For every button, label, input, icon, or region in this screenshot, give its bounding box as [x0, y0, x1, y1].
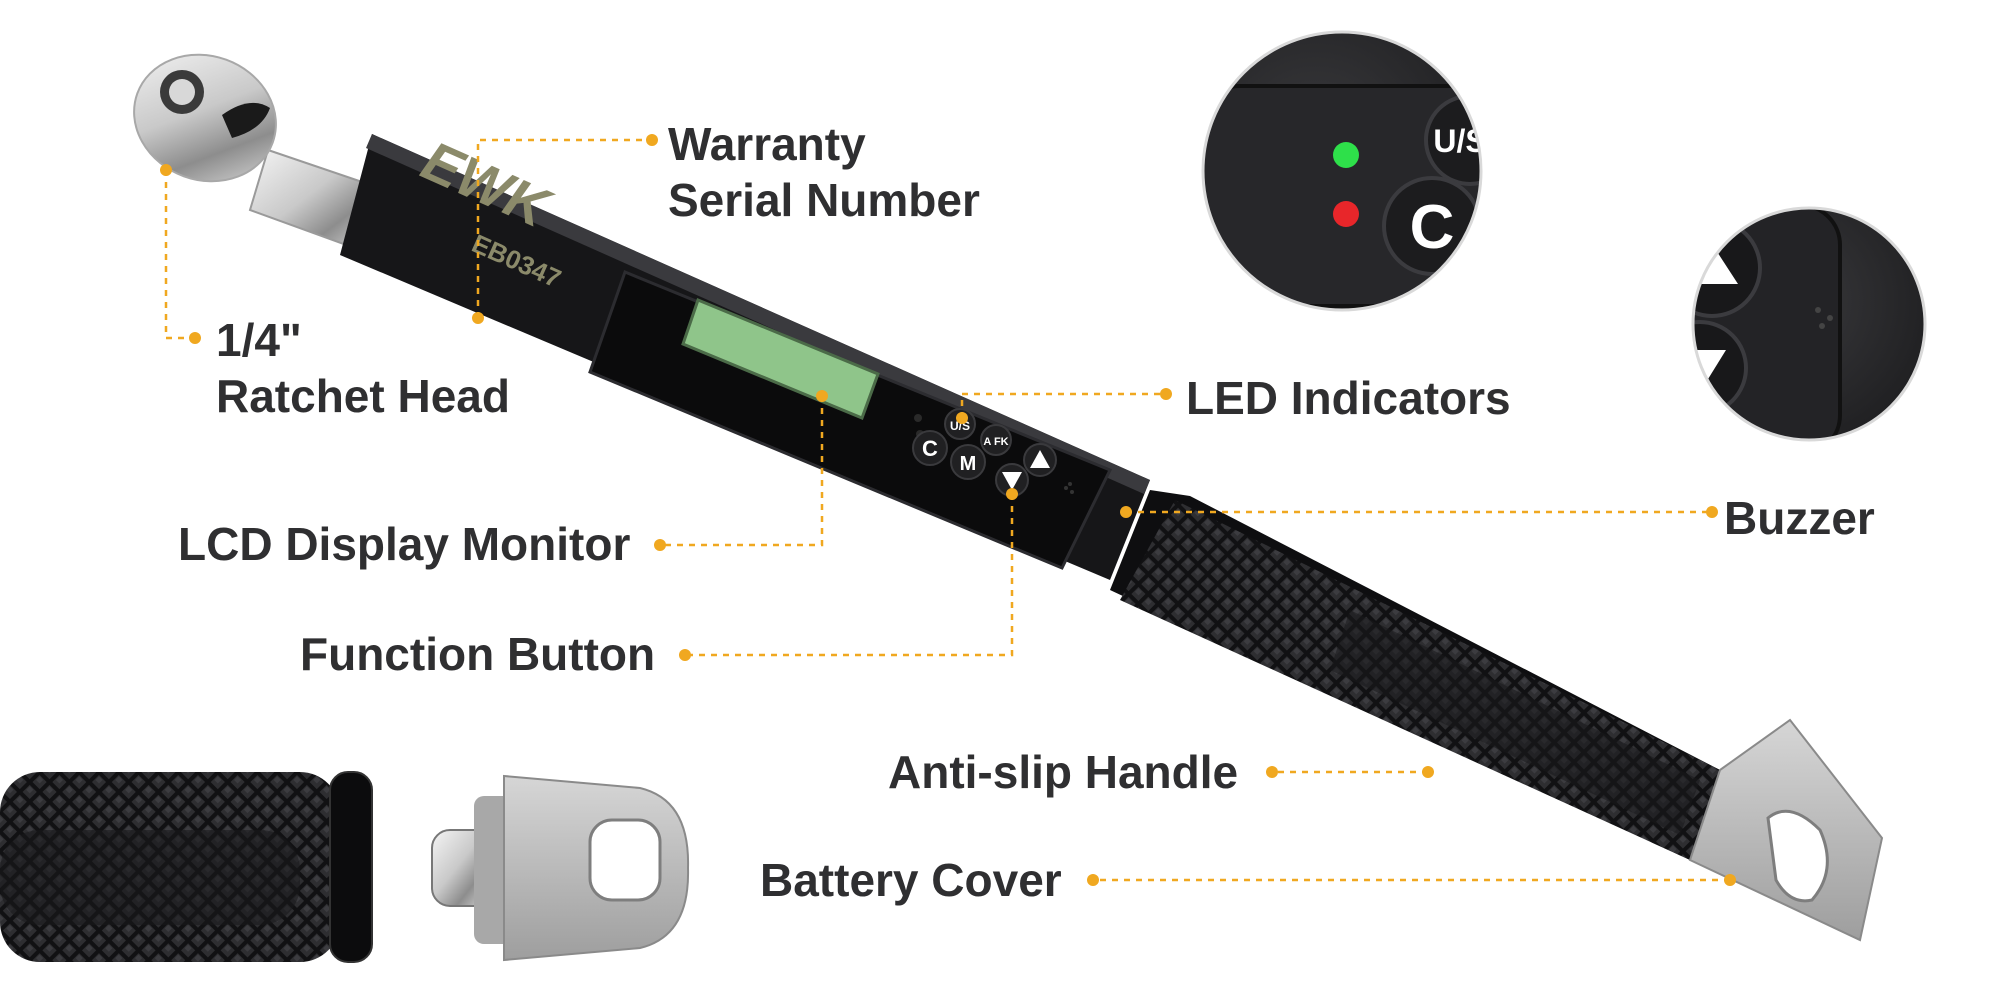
anti-slip-handle-label: Anti-slip Handle [888, 746, 1239, 798]
battery-cover-label: Battery Cover [760, 854, 1062, 906]
handle-detail-view [0, 771, 690, 963]
up-arrow-icon [1030, 450, 1050, 468]
zoom-clear-button: C [1382, 176, 1481, 276]
battery-cover [1688, 718, 1884, 942]
anti-slip-handle [1110, 490, 1720, 860]
red-led-icon [1333, 201, 1359, 227]
lcd-display-label: LCD Display Monitor [178, 518, 631, 570]
warranty-serial-label: Warranty Serial Number [668, 116, 980, 228]
ratchet-label-line2: Ratchet Head [216, 370, 510, 422]
lcd-screen [681, 298, 880, 420]
down-arrow-icon [1002, 472, 1022, 490]
svg-text:C: C [1410, 193, 1455, 262]
callout-lines [164, 138, 1730, 882]
warranty-label-line2: Serial Number [668, 174, 980, 226]
afk-button[interactable]: A FK [980, 424, 1012, 456]
wrench-ratchet-head [133, 53, 382, 252]
buzzer-hole-icon [1815, 307, 1821, 313]
svg-text:M: M [960, 453, 977, 475]
led-zoom-inset: U/S C [1201, 30, 1483, 312]
clear-button[interactable]: C [912, 430, 948, 466]
ratchet-label-line1: 1/4" [216, 314, 302, 366]
buzzer-label: Buzzer [1724, 492, 1875, 544]
warranty-label-line1: Warranty [668, 118, 866, 170]
zoom-us-button: U/S [1424, 94, 1481, 186]
ratchet-head-label: 1/4" Ratchet Head [216, 312, 510, 424]
buzzer-zoom-inset [1691, 206, 1927, 442]
led-indicator-small [914, 414, 922, 422]
function-button-label: Function Button [300, 628, 656, 680]
mode-button[interactable]: M [950, 444, 986, 480]
callout-dots [160, 134, 1736, 886]
up-button[interactable] [1023, 443, 1057, 477]
svg-text:A FK: A FK [983, 436, 1008, 448]
svg-text:C: C [922, 436, 938, 461]
led-indicators-label: LED Indicators [1186, 372, 1511, 424]
green-led-icon [1333, 142, 1359, 168]
